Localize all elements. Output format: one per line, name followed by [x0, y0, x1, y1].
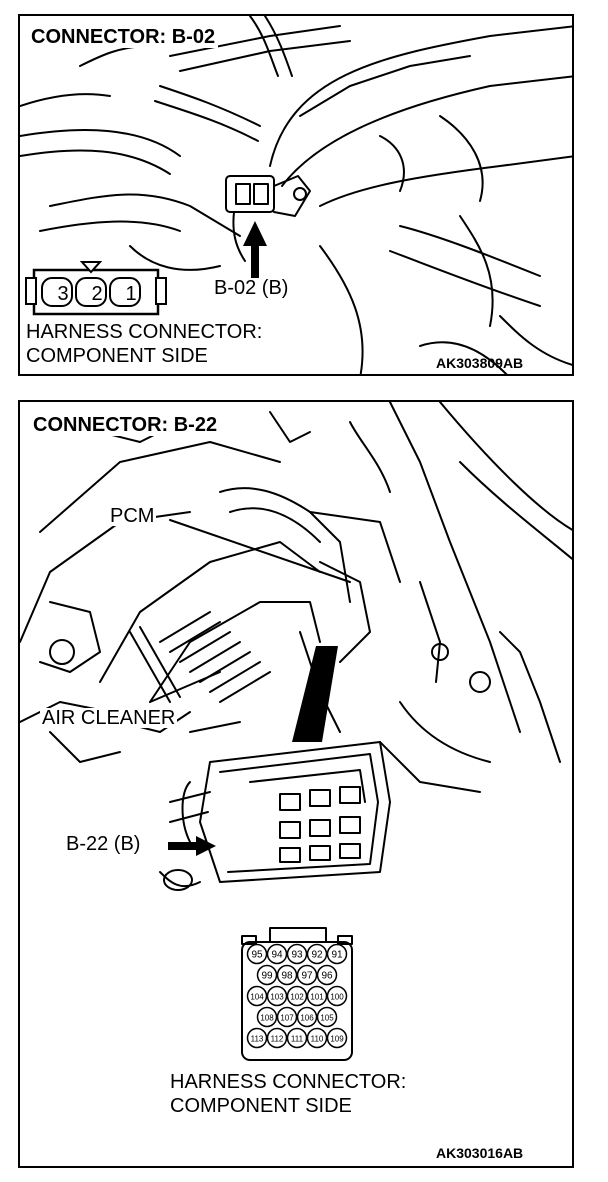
pin-cavity — [306, 943, 328, 965]
connector-face-b22: 95 94 93 92 91 99 98 97 96 104 103 102 101 100 108 107 1… — [246, 943, 348, 1049]
pin-number: 108 — [260, 1014, 274, 1023]
pin-cavity — [246, 943, 268, 965]
pin-number: 102 — [290, 993, 304, 1002]
air-cleaner-label: AIR CLEANER — [40, 707, 178, 729]
engine-bay-illustration-b02 — [20, 16, 572, 374]
pin-label: 3 — [57, 283, 69, 305]
pin-cavity — [326, 1027, 348, 1049]
pin-number: 106 — [300, 1014, 314, 1023]
pin-cavity — [266, 943, 288, 965]
pointer-arrow — [243, 221, 267, 278]
pin-number: 98 — [281, 971, 293, 982]
pin-cavity — [286, 1027, 308, 1049]
pcm-label: PCM — [108, 505, 157, 527]
connector-b22-panel: 95 94 93 92 91 99 98 97 96 104 103 102 101 100 108 107 1… — [18, 400, 574, 1168]
pin-cavity — [246, 985, 268, 1007]
figure-code: AK303809AB — [436, 355, 524, 371]
pin-number: 110 — [311, 1035, 324, 1044]
pin-cavity — [286, 985, 308, 1007]
pin-number: 101 — [310, 993, 324, 1002]
connector-callout-label: B-22 (B) — [64, 833, 143, 855]
figure-code: AK303016AB — [436, 1145, 524, 1161]
pin-label: 1 — [125, 283, 137, 305]
pin-cavity — [276, 1006, 298, 1028]
pin-number: 99 — [261, 971, 273, 982]
pin-label: 2 — [91, 283, 103, 305]
pin-number: 109 — [330, 1035, 344, 1044]
pointer-arrow — [168, 836, 216, 856]
pin-cavity — [276, 964, 298, 986]
pin-cavity — [326, 985, 348, 1007]
pin-cavity — [316, 964, 338, 986]
pin-number: 111 — [291, 1035, 304, 1044]
pin-cavity — [286, 943, 308, 965]
engine-bay-illustration-b22: 95 94 93 92 91 99 98 97 96 104 103 102 101 100 108 107 1… — [20, 402, 572, 1061]
pin-cavity — [326, 943, 348, 965]
pin-number: 103 — [270, 993, 284, 1002]
pin-number: 100 — [330, 993, 344, 1002]
pin-cavity — [296, 1006, 318, 1028]
connector-face-b02 — [25, 261, 167, 316]
connector-b02-panel: CONNECTOR: B-02 B-02 (B) 3 2 1 HARNESS C… — [18, 14, 574, 376]
pin-cavity — [306, 1027, 328, 1049]
pin-number: 94 — [271, 950, 283, 961]
pin-cavity — [256, 1006, 278, 1028]
pin-cavity — [246, 1027, 268, 1049]
caption-line-2: COMPONENT SIDE — [170, 1095, 352, 1117]
pin-number: 105 — [320, 1014, 334, 1023]
pin-cavity — [306, 985, 328, 1007]
pin-number: 96 — [321, 971, 333, 982]
pin-number: 97 — [301, 971, 313, 982]
pin-cavity — [266, 1027, 288, 1049]
pin-number: 112 — [271, 1035, 284, 1044]
panel-title: CONNECTOR: B-02 — [28, 26, 219, 48]
panel-title: CONNECTOR: B-22 — [30, 414, 221, 436]
caption-line-1: HARNESS CONNECTOR: — [170, 1071, 407, 1093]
pin-cavity — [316, 1006, 338, 1028]
pin-number: 91 — [331, 950, 343, 961]
pin-cavity — [256, 964, 278, 986]
pin-number: 104 — [250, 993, 264, 1002]
pin-number: 113 — [251, 1035, 264, 1044]
connector-callout-label: B-02 (B) — [212, 277, 291, 299]
caption-line-2: COMPONENT SIDE — [24, 345, 210, 367]
pin-cavity — [296, 964, 318, 986]
pin-number: 92 — [311, 950, 323, 961]
pin-cavity — [266, 985, 288, 1007]
pin-number: 93 — [291, 950, 303, 961]
pin-number: 95 — [251, 950, 263, 961]
pin-number: 107 — [280, 1014, 294, 1023]
caption-line-1: HARNESS CONNECTOR: — [24, 321, 265, 343]
zoom-pointer — [292, 646, 338, 742]
